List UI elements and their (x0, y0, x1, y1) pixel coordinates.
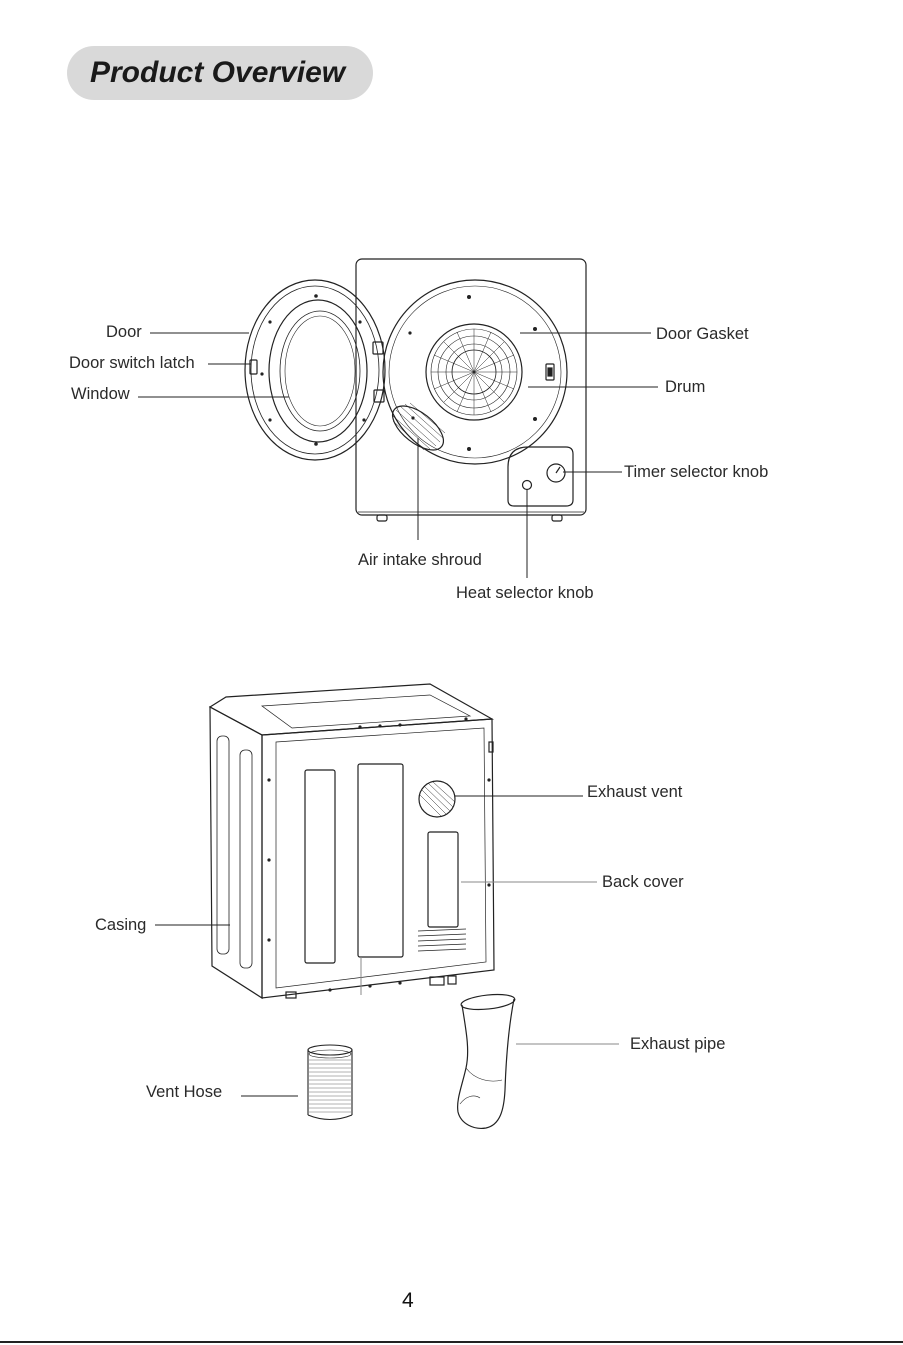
label-casing: Casing (95, 916, 146, 935)
back-leader-lines (155, 796, 619, 1096)
label-vent-hose: Vent Hose (146, 1083, 222, 1102)
dryer-front-illustration (245, 259, 586, 521)
dryer-back-illustration (210, 684, 494, 998)
label-door: Door (106, 323, 142, 342)
label-door-gasket: Door Gasket (656, 325, 749, 344)
label-exhaust-vent: Exhaust vent (587, 783, 682, 802)
exhaust-vent-graphic (419, 781, 455, 817)
front-leader-lines (138, 333, 658, 578)
label-air-intake-shroud: Air intake shroud (358, 551, 482, 570)
vent-hose-illustration (308, 1045, 352, 1120)
heat-knob-graphic (523, 481, 532, 490)
label-back-cover: Back cover (602, 873, 684, 892)
label-timer-selector-knob: Timer selector knob (624, 463, 768, 482)
exhaust-pipe-illustration (458, 992, 516, 1128)
label-exhaust-pipe: Exhaust pipe (630, 1035, 725, 1054)
label-heat-selector-knob: Heat selector knob (456, 584, 594, 603)
label-door-switch-latch: Door switch latch (69, 354, 195, 373)
label-window: Window (71, 385, 130, 404)
page-number: 4 (402, 1289, 414, 1313)
label-drum: Drum (665, 378, 705, 397)
footer-divider (0, 1341, 903, 1343)
